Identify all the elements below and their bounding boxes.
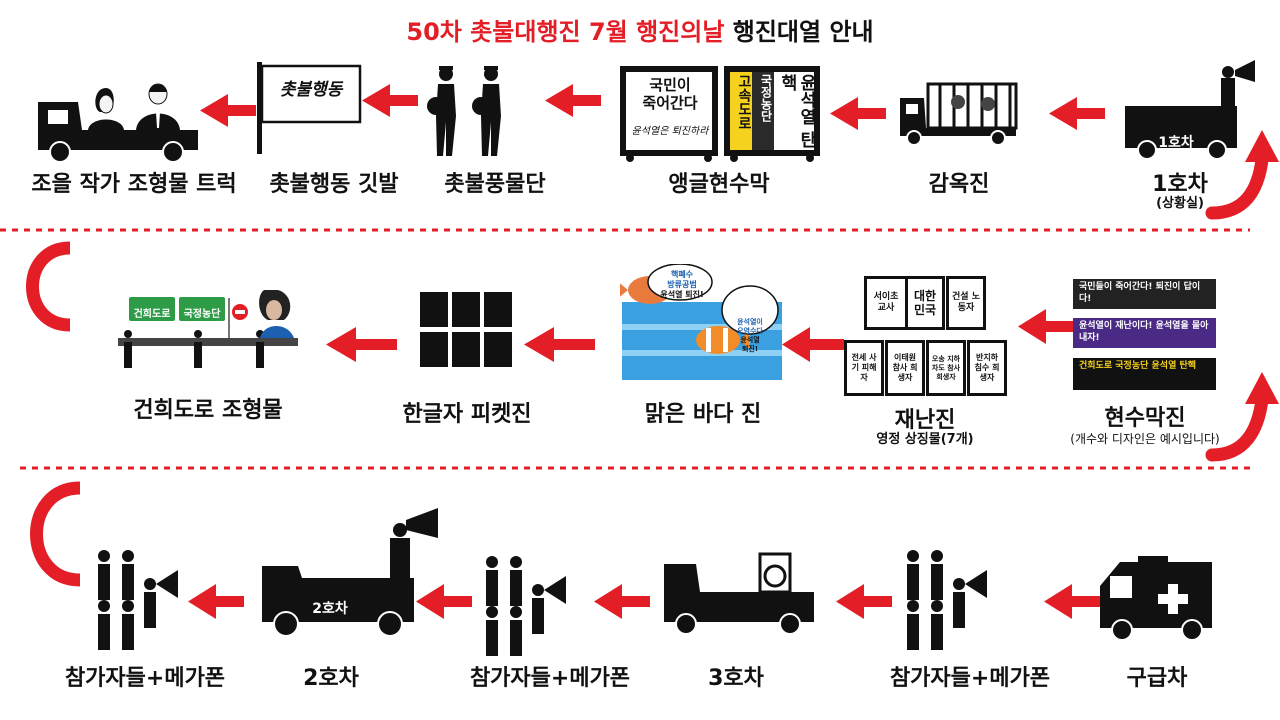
angle-banner-2-main: 윤석열 탄핵 (777, 74, 816, 148)
truck-2-text: 2호차 (312, 601, 348, 617)
arrow-left-icon (1018, 309, 1077, 344)
participants-icon (98, 550, 178, 650)
arrow-left-icon (362, 84, 418, 117)
row2-label-pickets: 한글자 피켓진 (402, 402, 532, 427)
row2-label-banners: 현수막진 (1104, 406, 1186, 431)
letter-pickets-icon (420, 292, 512, 367)
arrow-left-icon (830, 97, 886, 130)
participants-icon (907, 550, 987, 650)
row1-sub-lead-truck: (상황실) (1156, 196, 1204, 211)
flag-text: 촛불행동 (279, 80, 343, 100)
road-sign-1-text: 건희도로 (133, 309, 171, 320)
angle-banner-1 (620, 66, 718, 162)
banner-3: 건희도로 국정농단 윤석열 탄핵 (1073, 358, 1216, 390)
ambulance-icon (1100, 556, 1212, 641)
arrow-left-icon (836, 584, 892, 619)
sea-bubble-1-line-3: 윤석열 퇴진! (660, 290, 704, 299)
arrow-left-icon (416, 584, 472, 619)
truck-3-icon (664, 552, 814, 635)
sea-bubble-2-line-4: 퇴진! (741, 345, 759, 353)
flag-icon (257, 62, 362, 154)
clean-sea-icon (620, 264, 782, 380)
curve-right-1 (1205, 153, 1269, 220)
arrow-left-icon (200, 94, 256, 127)
lead-truck-icon (1125, 60, 1255, 160)
angle-banner-2 (724, 66, 820, 162)
row1-label-flag: 촛불행동 깃발 (269, 172, 399, 197)
arrow-left-icon (1044, 584, 1100, 619)
row3-label-participants-3: 참가자들+메가폰 (889, 666, 1051, 691)
truck-2-icon (262, 508, 438, 637)
row2-note-banners: (개수와 디자인은 예시입니다) (1070, 432, 1220, 446)
angle-banner-2-side: 고속도로 (736, 74, 752, 130)
arrow-left-icon (594, 584, 650, 619)
arrow-left-icon (782, 327, 844, 362)
row3-label-participants-1: 참가자들+메가폰 (64, 666, 226, 691)
arrow-left-icon (1049, 97, 1105, 130)
row2-sub-disaster: 영정 상징물(7개) (876, 432, 974, 447)
arrow-left-icon (524, 327, 595, 362)
banner-2: 윤석열이 재난이다! 윤석열을 몰아내자! (1073, 318, 1216, 348)
arrow-left-icon (326, 327, 397, 362)
curve-right-2-head (1245, 372, 1279, 404)
sea-bubble-2-line-3: 윤석열 (740, 336, 760, 344)
drummers-icon (427, 66, 501, 156)
angle-banner-1-line-3: 윤석열은 퇴진하라 (631, 126, 709, 137)
row1-label-prison: 감옥진 (928, 172, 990, 197)
memorial-tile: 이태원 참사 희생자 (885, 340, 925, 396)
participants-icon (486, 556, 566, 656)
row1-label-angle-banner: 앵글현수막 (668, 172, 770, 197)
memorial-tile: 전세 사기 피해자 (844, 340, 884, 396)
angle-banner-1-line-2: 죽어간다 (642, 94, 698, 112)
row3-label-truck-2: 2호차 (303, 666, 359, 691)
memorial-tile: 건설 노동자 (946, 276, 986, 330)
row2-label-sea: 맑은 바다 진 (644, 402, 762, 427)
row3-label-ambulance: 구급차 (1126, 666, 1188, 691)
sea-bubble-2-line-2: 오염수다 (737, 327, 763, 335)
prison-truck-icon (900, 82, 1018, 146)
row1-label-lead-truck: 1호차 (1152, 172, 1208, 197)
road-sign-sculpture-icon (118, 290, 298, 368)
row2-label-road-sign: 건희도로 조형물 (133, 398, 283, 423)
sea-bubble-2-line-1: 윤석열이 (737, 318, 763, 326)
row2-label-disaster: 재난진 (894, 408, 956, 433)
row1-label-sculpture-truck: 조을 작가 조형물 트럭 (31, 172, 237, 197)
row1-label-pungmul: 촛불풍물단 (444, 172, 546, 197)
page-title: 50차 촛불대행진 7월 행진의날 행진대열 안내 (0, 12, 1280, 47)
sea-bubble-1-line-2: 방류공범 (667, 280, 697, 289)
curve-right-1-head (1245, 130, 1279, 162)
curve-left-1 (26, 241, 71, 332)
angle-banner-2-mid: 국정농단 (759, 74, 773, 122)
lead-truck-text: 1호차 (1158, 135, 1194, 151)
row3-label-truck-3: 3호차 (708, 666, 764, 691)
angle-banner-1-line-1: 국민이 (649, 76, 691, 94)
memorial-tile: 반지하 침수 희생자 (967, 340, 1007, 396)
curve-left-2 (30, 481, 81, 587)
arrow-left-icon (545, 84, 601, 117)
memorial-tile: 서이초 교사 (864, 276, 908, 330)
arrow-left-icon (188, 584, 244, 619)
road-sign-2-text: 국정농단 (183, 309, 221, 320)
sculpture-truck-icon (38, 83, 198, 163)
title-rest: 행진대열 안내 (724, 18, 874, 46)
title-highlight: 50차 촛불대행진 7월 행진의날 (406, 18, 725, 46)
curve-right-2 (1205, 393, 1269, 462)
memorial-tile: 대한 민국 (905, 276, 945, 330)
memorial-tile: 오송 지하차도 참사 희생자 (926, 340, 966, 396)
sea-bubble-1-line-1: 핵폐수 (670, 270, 694, 279)
row3-label-participants-2: 참가자들+메가폰 (469, 666, 631, 691)
banner-1: 국민들이 죽어간다! 퇴진이 답이다! (1073, 279, 1216, 309)
